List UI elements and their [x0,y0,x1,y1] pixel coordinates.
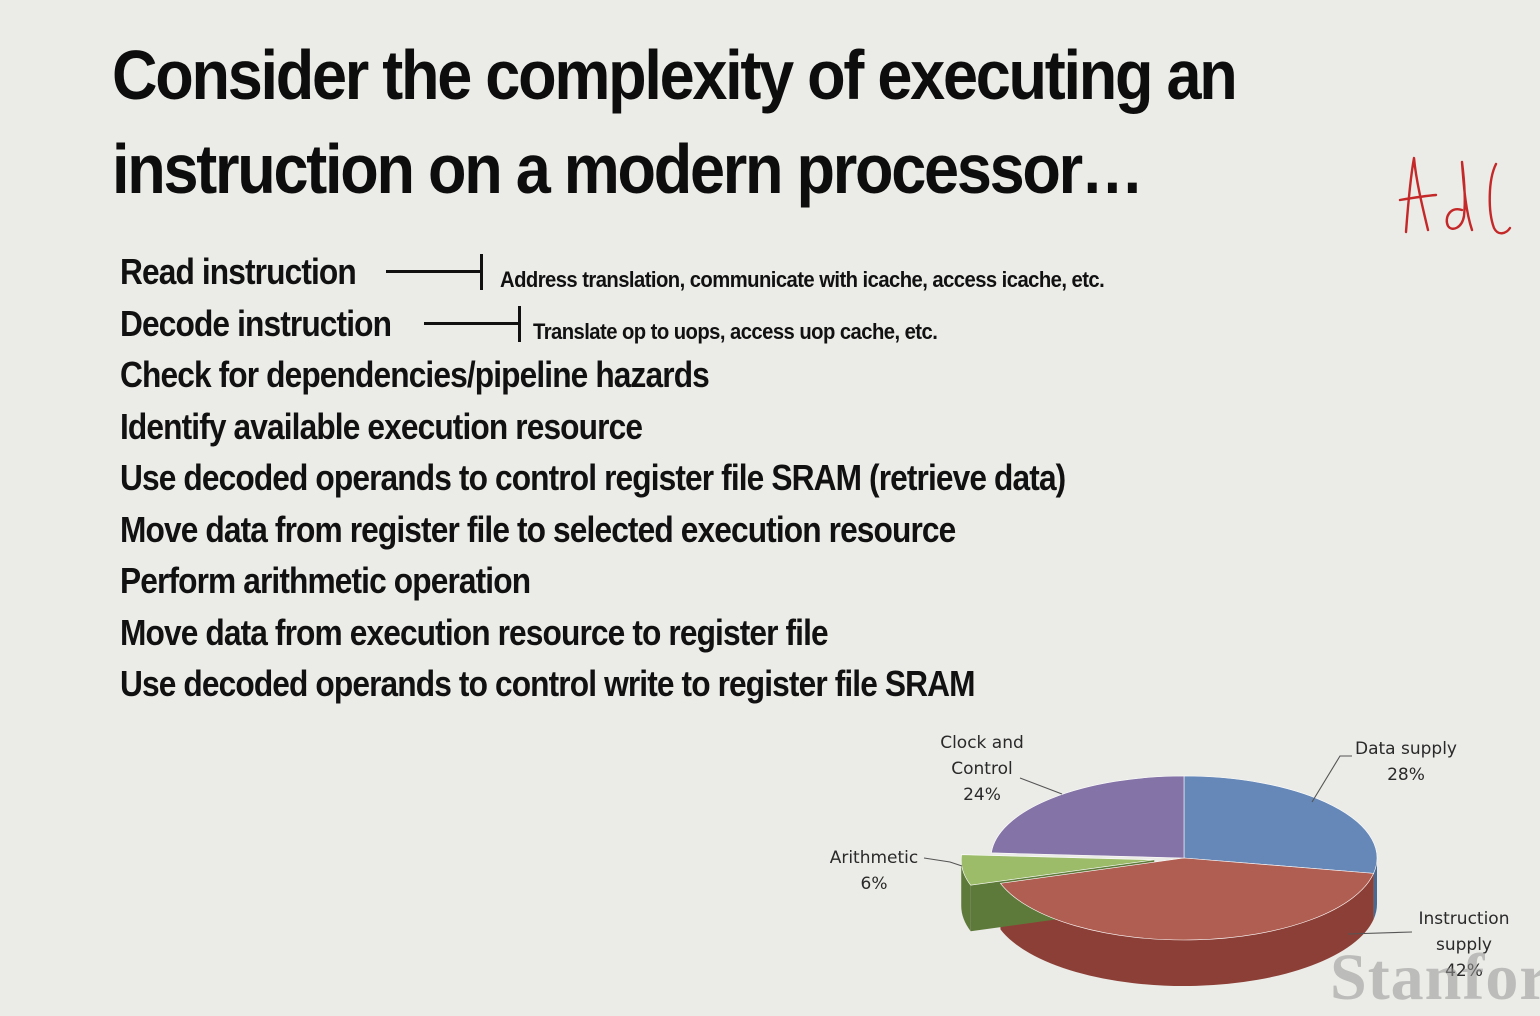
bracket-connector [424,305,521,342]
step-move-to-execution: Move data from register file to selected… [120,508,1194,560]
step-move-to-register-file: Move data from execution resource to reg… [120,611,1194,663]
pie-slice-instruction-supply [999,857,1375,941]
pie-label-data-supply: Data supply [1355,739,1457,759]
leader-line-arithmetic [923,857,963,867]
slide-title-line-2: instruction on a modern processor… [112,130,1144,208]
step-check-dependencies: Check for dependencies/pipeline hazards [120,353,1194,405]
pie-label-clock-and-control: Control [951,759,1012,779]
step-label: Read instruction [120,251,357,292]
handwritten-add-annotation [1398,156,1512,235]
step-label: Perform arithmetic operation [120,560,531,601]
step-perform-arithmetic: Perform arithmetic operation [120,559,1194,611]
pie-side-data-supply [1373,858,1377,920]
slide-title-line-1: Consider the complexity of executing an [112,36,1238,114]
step-label: Use decoded operands to control write to… [120,663,976,704]
step-note: Translate op to uops, access uop cache, … [533,318,938,344]
step-label: Check for dependencies/pipeline hazards [120,354,710,395]
pie-label-arithmetic: Arithmetic [830,848,919,868]
pie-label-instruction-supply: 42% [1445,961,1483,981]
pie-side-instruction-supply [1000,873,1374,986]
pie-side-arithmetic [961,859,971,932]
pie-slice-data-supply [1183,775,1378,874]
instruction-steps-list: Read instruction Address translation, co… [120,250,1194,714]
pie-label-clock-and-control: Clock and [940,733,1024,753]
stanford-watermark: Stanford [1330,941,1540,1014]
step-decode-instruction: Decode instruction Translate op to uops,… [120,302,1194,354]
step-label: Identify available execution resource [120,405,643,447]
step-label: Move data from execution resource to reg… [120,611,829,653]
energy-breakdown-pie-chart: Data supply 28% Instruction supply 42% Arithm… [830,733,1510,986]
pie-label-instruction-supply: supply [1436,935,1492,955]
step-label: Decode instruction [120,302,392,344]
leader-line-instruction-supply [1347,931,1413,935]
pie-slice-clock-and-control [991,775,1185,859]
step-label: Move data from register file to selected… [120,508,956,550]
slide-title: Consider the complexity of executing an … [112,28,1264,216]
step-retrieve-data: Use decoded operands to control register… [120,456,1194,508]
pie-label-arithmetic: 6% [861,874,888,894]
pie-label-instruction-supply: Instruction [1419,909,1510,929]
step-note: Address translation, communicate with ic… [500,267,1105,292]
leader-line-data-supply [1311,755,1352,803]
step-identify-resource: Identify available execution resource [120,405,1194,457]
step-write-register-file: Use decoded operands to control write to… [120,662,1194,714]
bracket-connector [386,254,483,290]
pie-label-data-supply: 28% [1387,765,1425,785]
leader-line-clock-and-control [1019,777,1063,795]
pie-label-clock-and-control: 24% [963,785,1001,805]
step-label: Use decoded operands to control register… [120,457,1066,498]
pie-slice-arithmetic [960,854,1155,886]
step-read-instruction: Read instruction Address translation, co… [120,250,1194,302]
